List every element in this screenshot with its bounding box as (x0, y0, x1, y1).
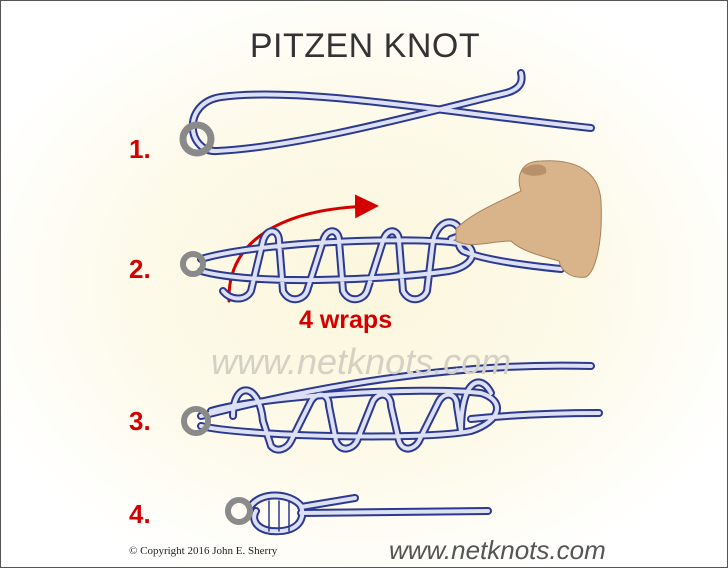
step1-rope (188, 69, 595, 155)
fingernail (521, 164, 547, 176)
step4-ring (225, 497, 253, 525)
finger-hand (455, 160, 602, 278)
step4-knot (225, 491, 492, 536)
step2-ring (180, 251, 206, 277)
step1-ring (179, 121, 215, 157)
step-2-label: 2. (129, 254, 151, 284)
step-1-label: 1. (129, 134, 151, 164)
diagram-title: PITZEN KNOT (249, 27, 481, 65)
website-text: www.netknots.com (389, 535, 606, 565)
step-4-label: 4. (129, 499, 151, 529)
wraps-annotation: 4 wraps (299, 306, 393, 334)
watermark: www.netknots.com (211, 341, 512, 382)
step3-rope (181, 361, 603, 454)
step-3-label: 3. (129, 406, 151, 436)
copyright-text: © Copyright 2016 John E. Sherry (129, 545, 278, 557)
step3-ring (181, 406, 211, 436)
